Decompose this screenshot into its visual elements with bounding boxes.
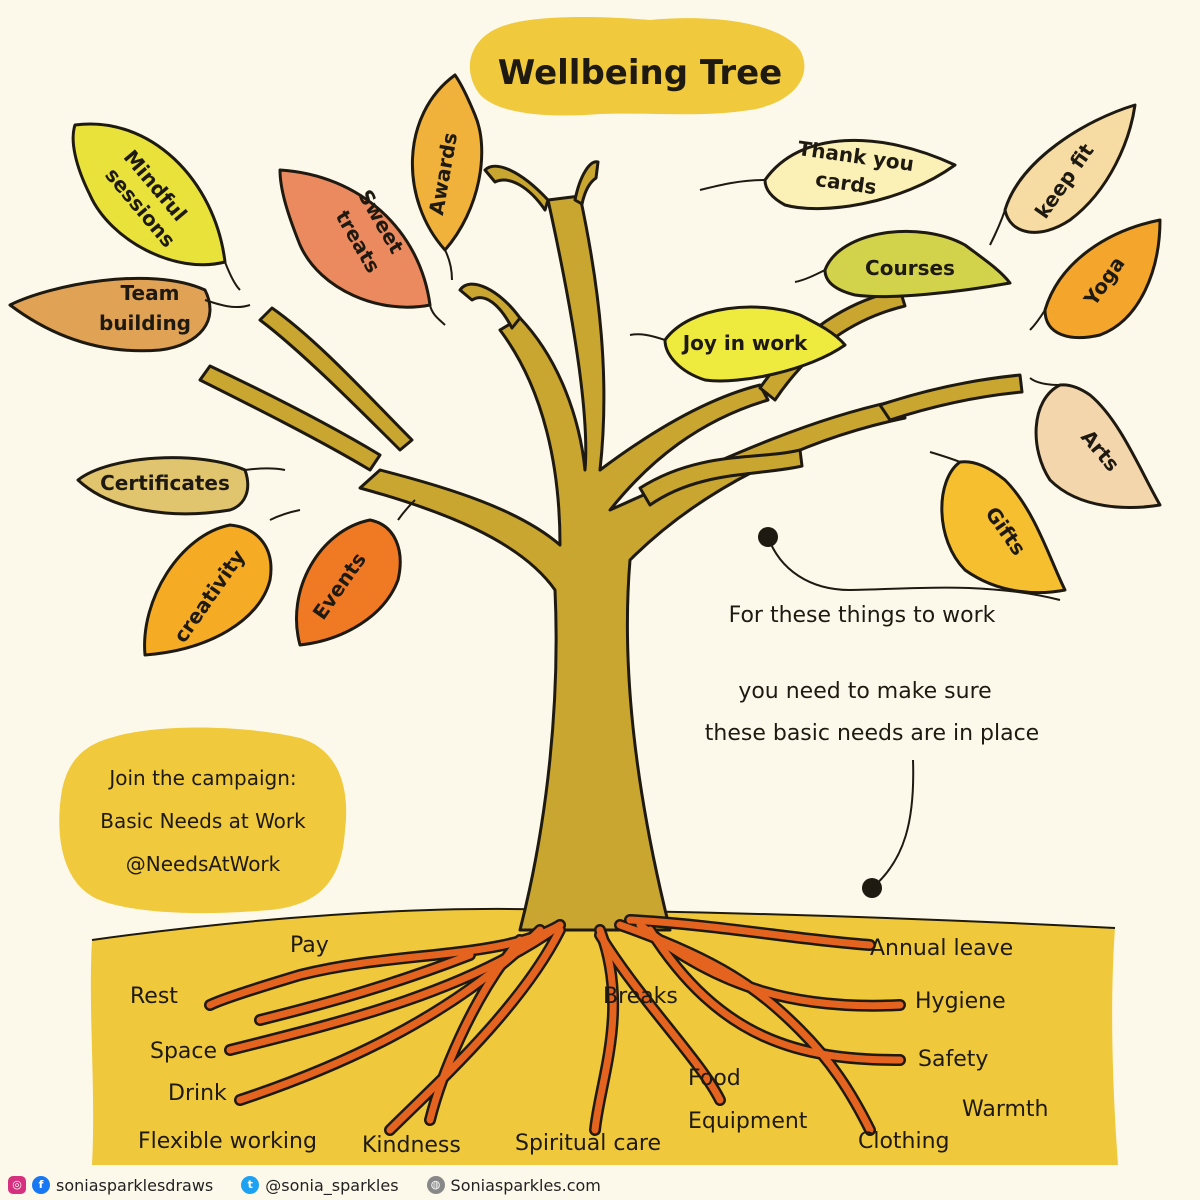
footer-credits: ◎ f soniasparklesdraws t @sonia_sparkles… [0, 1170, 1200, 1200]
footer-website[interactable]: ◍ Soniasparkles.com [426, 1175, 601, 1195]
root-label-warmth: Warmth [962, 1097, 1049, 1122]
root-label-food: Food [688, 1066, 741, 1091]
root-label-flexible-working: Flexible working [138, 1129, 317, 1154]
footer-handle-1: soniasparklesdraws [56, 1175, 214, 1195]
root-label-equipment: Equipment [688, 1109, 808, 1134]
campaign-line-1: Join the campaign: [107, 766, 296, 790]
root-label-spiritual-care: Spiritual care [515, 1131, 661, 1156]
roots [204, 914, 906, 1136]
root-label-pay: Pay [290, 933, 329, 958]
note-line-1: For these things to work [729, 603, 996, 628]
leaf-mindful-sessions [71, 122, 227, 267]
leaf-arts [1034, 383, 1162, 509]
root-label-drink: Drink [168, 1081, 227, 1106]
campaign-line-3: @NeedsAtWork [126, 852, 281, 876]
leaf-creativity [143, 523, 273, 657]
root-label-kindness: Kindness [362, 1133, 461, 1158]
leaf-label-certificates: Certificates [100, 471, 230, 495]
globe-icon: ◍ [426, 1176, 445, 1194]
twitter-icon: t [241, 1176, 260, 1194]
footer-website-text: Soniasparkles.com [450, 1175, 601, 1195]
campaign-line-2: Basic Needs at Work [100, 809, 306, 833]
root-label-breaks: Breaks [603, 984, 678, 1009]
leaf-label-team: Team [121, 281, 180, 305]
footer-social-twitter[interactable]: t @sonia_sparkles [241, 1175, 399, 1195]
leaf-yoga [1043, 218, 1162, 339]
footer-handle-2: @sonia_sparkles [265, 1175, 399, 1195]
tree-trunk [198, 160, 1024, 932]
root-label-annual-leave: Annual leave [870, 936, 1013, 961]
leaf-keep-fit [1003, 103, 1137, 234]
instagram-icon: ◎ [8, 1176, 26, 1194]
leaf-label-building: building [99, 311, 191, 335]
leaf-label-joy: Joy in work [681, 331, 808, 355]
leaf-thank-you-cards [763, 138, 957, 211]
root-label-rest: Rest [130, 984, 178, 1009]
note-line-3: these basic needs are in place [705, 721, 1039, 746]
root-label-clothing: Clothing [858, 1129, 950, 1154]
root-label-hygiene: Hygiene [915, 989, 1006, 1014]
title-bubble [469, 17, 805, 116]
leaf-awards [410, 73, 484, 252]
leaf-sweet-treats [278, 168, 432, 309]
leaf-certificates [76, 456, 250, 516]
leaf-team-building [8, 276, 212, 353]
root-label-space: Space [150, 1039, 217, 1064]
root-label-safety: Safety [918, 1047, 988, 1072]
footer-social-instagram-facebook[interactable]: ◎ f soniasparklesdraws [8, 1176, 213, 1195]
leaf-courses [823, 229, 1012, 299]
note-line-2: you need to make sure [738, 679, 991, 704]
leaf-label-courses: Courses [865, 256, 955, 280]
campaign-bubble [59, 727, 347, 914]
facebook-icon: f [32, 1176, 50, 1194]
page-title: Wellbeing Tree [498, 53, 782, 93]
leaf-events [295, 518, 402, 647]
leaf-joy-in-work [663, 305, 847, 383]
leaf-gifts [940, 460, 1067, 595]
